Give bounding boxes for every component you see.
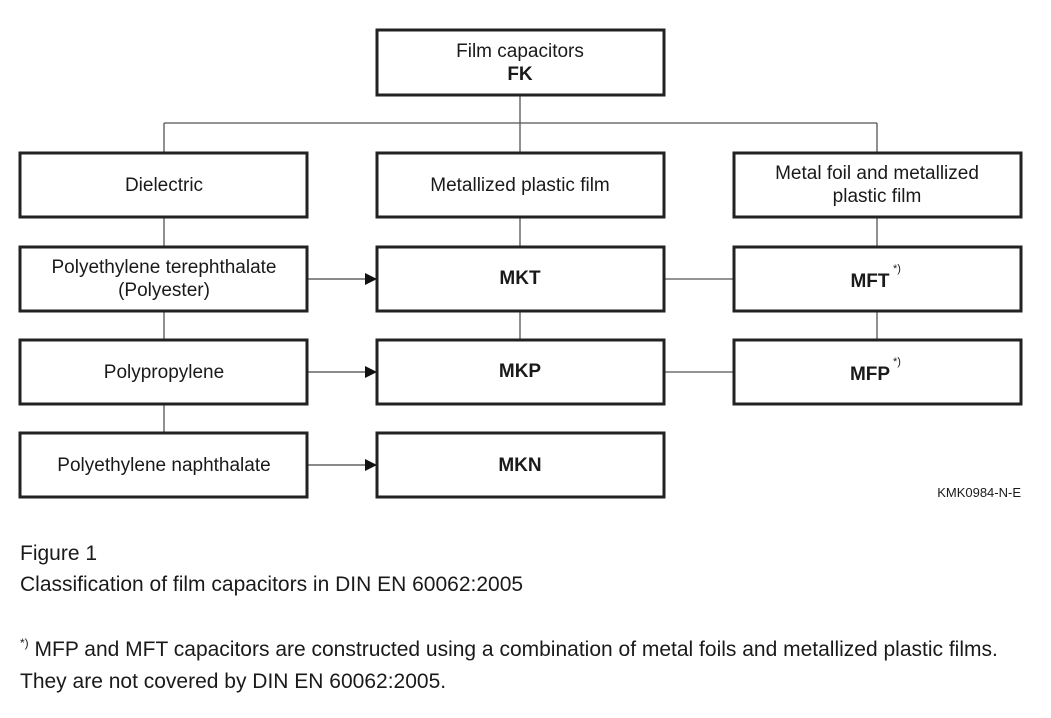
- dielectric-pp: Polypropylene: [18, 338, 309, 406]
- root-abbr: FK: [507, 64, 533, 85]
- root-label: Film capacitors: [456, 41, 584, 62]
- type-mfp: MFP *): [732, 338, 1023, 406]
- dielectric-box: [18, 151, 309, 219]
- classification-diagram: Film capacitors FK Dielectric Metallized…: [18, 28, 1023, 500]
- figure-title: Classification of film capacitors in DIN…: [20, 573, 524, 596]
- mkp-box: [375, 338, 666, 406]
- pet-label-line-1: Polyethylene terephthalate: [52, 257, 277, 278]
- type-mft: MFT *): [732, 245, 1023, 313]
- mft-footnote-marker: *): [893, 263, 901, 275]
- metallized-box: [375, 151, 666, 219]
- dielectric-pet: Polyethylene terephthalate (Polyester): [18, 245, 309, 313]
- figure-code: KMK0984-N-E: [937, 485, 1021, 500]
- figure-number: Figure 1: [20, 542, 98, 565]
- dielectric-label: Dielectric: [125, 175, 203, 196]
- mkn-label: MKN: [498, 455, 541, 476]
- mfp-label: MFP: [850, 364, 890, 385]
- mkn-box: [375, 431, 666, 499]
- pp-label: Polypropylene: [104, 362, 224, 383]
- root-node: Film capacitors FK: [375, 28, 666, 97]
- category-metallized: Metallized plastic film: [375, 151, 666, 219]
- metal-foil-label-line-1: Metal foil and metallized: [775, 163, 979, 184]
- category-dielectric: Dielectric: [18, 151, 309, 219]
- footnote-marker: *): [20, 636, 29, 650]
- root-box: [375, 28, 666, 97]
- footnote: *) MFP and MFT capacitors are constructe…: [20, 634, 1030, 698]
- metal-foil-box: [732, 151, 1023, 219]
- mkp-label: MKP: [499, 361, 542, 382]
- mft-label: MFT: [850, 271, 889, 292]
- pet-label-line-2: (Polyester): [118, 280, 210, 301]
- pet-box: [18, 245, 309, 313]
- footnote-text: MFP and MFT capacitors are constructed u…: [20, 638, 998, 693]
- metal-foil-label-line-2: plastic film: [833, 186, 922, 207]
- metallized-label: Metallized plastic film: [430, 175, 610, 196]
- pen-label: Polyethylene naphthalate: [57, 455, 270, 476]
- dielectric-pen: Polyethylene naphthalate: [18, 431, 309, 499]
- pp-box: [18, 338, 309, 406]
- mkt-label: MKT: [499, 268, 541, 289]
- type-mkn: MKN: [375, 431, 666, 499]
- mfp-footnote-marker: *): [893, 356, 901, 368]
- pen-box: [18, 431, 309, 499]
- type-mkt: MKT: [375, 245, 666, 313]
- mft-box: [732, 245, 1023, 313]
- type-mkp: MKP: [375, 338, 666, 406]
- tree-connectors: [163, 95, 878, 433]
- dielectric-arrows: [308, 273, 377, 471]
- mfp-box: [732, 338, 1023, 406]
- category-metal-foil: Metal foil and metallized plastic film: [732, 151, 1023, 219]
- mkt-box: [375, 245, 666, 313]
